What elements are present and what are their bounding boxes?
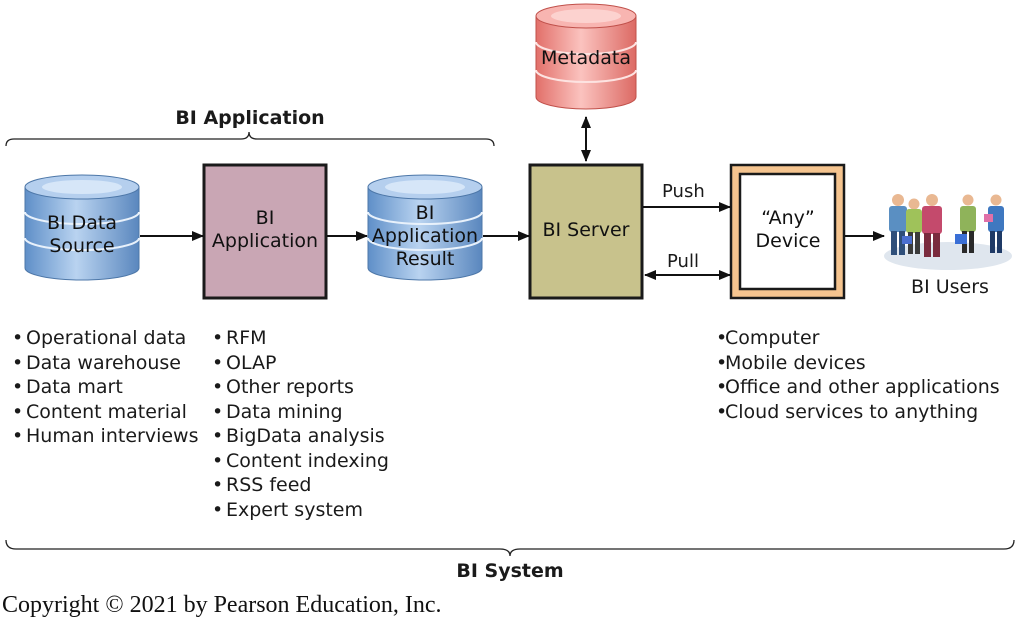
bi-system-bracket	[5, 539, 1015, 557]
list-item: Mobile devices	[716, 351, 1000, 376]
list-item: RSS feed	[212, 473, 389, 498]
bi-data-source-label: BI Data Source	[46, 212, 118, 257]
list-item: Other reports	[212, 375, 389, 400]
bi-users-label: BI Users	[911, 276, 989, 298]
bi-application-label: BI Application	[211, 207, 319, 252]
list-item: Content indexing	[212, 449, 389, 474]
list-item: Expert system	[212, 498, 389, 523]
list-item: Operational data	[12, 326, 198, 351]
bi-users-illustration	[884, 194, 1012, 270]
bi-application-bracket	[5, 131, 495, 147]
list-item: Computer	[716, 326, 1000, 351]
bi-server-label: BI Server	[542, 219, 630, 241]
list-item: Office and other applications	[716, 375, 1000, 400]
metadata-cylinder	[535, 3, 637, 110]
device-list: Computer Mobile devices Office and other…	[716, 326, 1000, 424]
list-item: BigData analysis	[212, 424, 389, 449]
copyright-notice: Copyright © 2021 by Pearson Education, I…	[2, 592, 442, 618]
pull-label: Pull	[667, 251, 699, 272]
bi-application-result-cylinder	[367, 174, 483, 281]
metadata-label: Metadata	[541, 47, 631, 69]
list-item: RFM	[212, 326, 389, 351]
list-item: OLAP	[212, 351, 389, 376]
list-item: Cloud services to anything	[716, 400, 1000, 425]
data-source-list: Operational data Data warehouse Data mar…	[12, 326, 198, 449]
application-list: RFM OLAP Other reports Data mining BigDa…	[212, 326, 389, 522]
bi-server-box	[528, 163, 644, 300]
list-item: Data warehouse	[12, 351, 198, 376]
push-label: Push	[662, 181, 705, 202]
bi-application-result-label: BI Application Result	[371, 202, 479, 270]
bi-data-source-cylinder	[24, 174, 140, 281]
bi-application-box	[202, 163, 328, 300]
list-item: Data mining	[212, 400, 389, 425]
any-device-label: “Any” Device	[755, 207, 821, 252]
bi-system-bracket-label: BI System	[456, 560, 564, 582]
list-item: Content material	[12, 400, 198, 425]
list-item: Human interviews	[12, 424, 198, 449]
any-device-box	[729, 163, 846, 300]
bi-application-bracket-label: BI Application	[175, 107, 325, 129]
list-item: Data mart	[12, 375, 198, 400]
